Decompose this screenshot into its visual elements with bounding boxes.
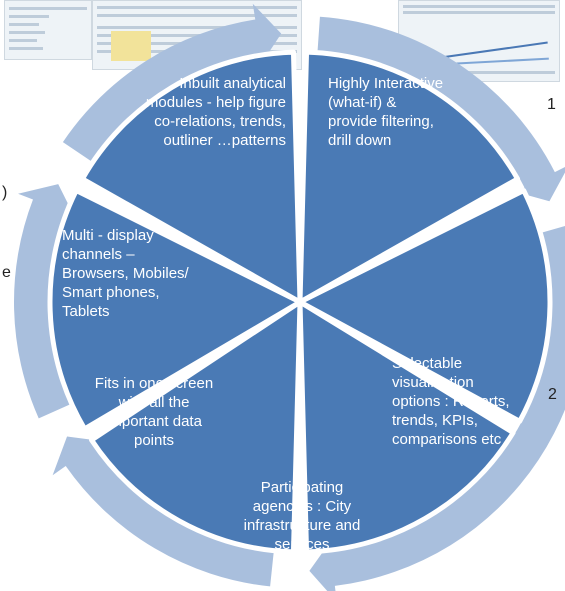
cycle-arrow-5 bbox=[62, 3, 282, 162]
segment-visualization bbox=[297, 187, 553, 424]
segment-agencies bbox=[297, 299, 516, 555]
segment-multi-display bbox=[47, 187, 303, 432]
edge-label-1: 1 bbox=[547, 96, 556, 113]
segment-interactive bbox=[297, 49, 521, 305]
segment-one-screen bbox=[89, 299, 303, 555]
thumbnail-screenshot-left bbox=[4, 0, 92, 60]
segment-analytical bbox=[79, 49, 303, 305]
segment-label-multi-display: Multi - display channels – Browsers, Mob… bbox=[62, 227, 189, 320]
segment-label-interactive: Highly Interactive (what-if) & provide f… bbox=[328, 75, 444, 149]
edge-label-paren: ) bbox=[2, 184, 8, 201]
segment-label-agencies: Participating agencies : City infrastruc… bbox=[243, 479, 361, 553]
cycle-arrow-2 bbox=[309, 226, 565, 591]
cycle-arrow-4 bbox=[14, 184, 74, 419]
cycle-arrow-3 bbox=[52, 436, 274, 587]
segment-label-one-screen: Fits in one screen with all the importan… bbox=[94, 375, 214, 449]
segment-label-analytical: Inbuilt analytical modules - help figure… bbox=[145, 75, 286, 149]
segment-label-visualization: Selectable visualization options : Repor… bbox=[392, 355, 510, 448]
edge-label-e: e bbox=[2, 264, 11, 281]
edge-label-2: 2 bbox=[548, 386, 557, 403]
